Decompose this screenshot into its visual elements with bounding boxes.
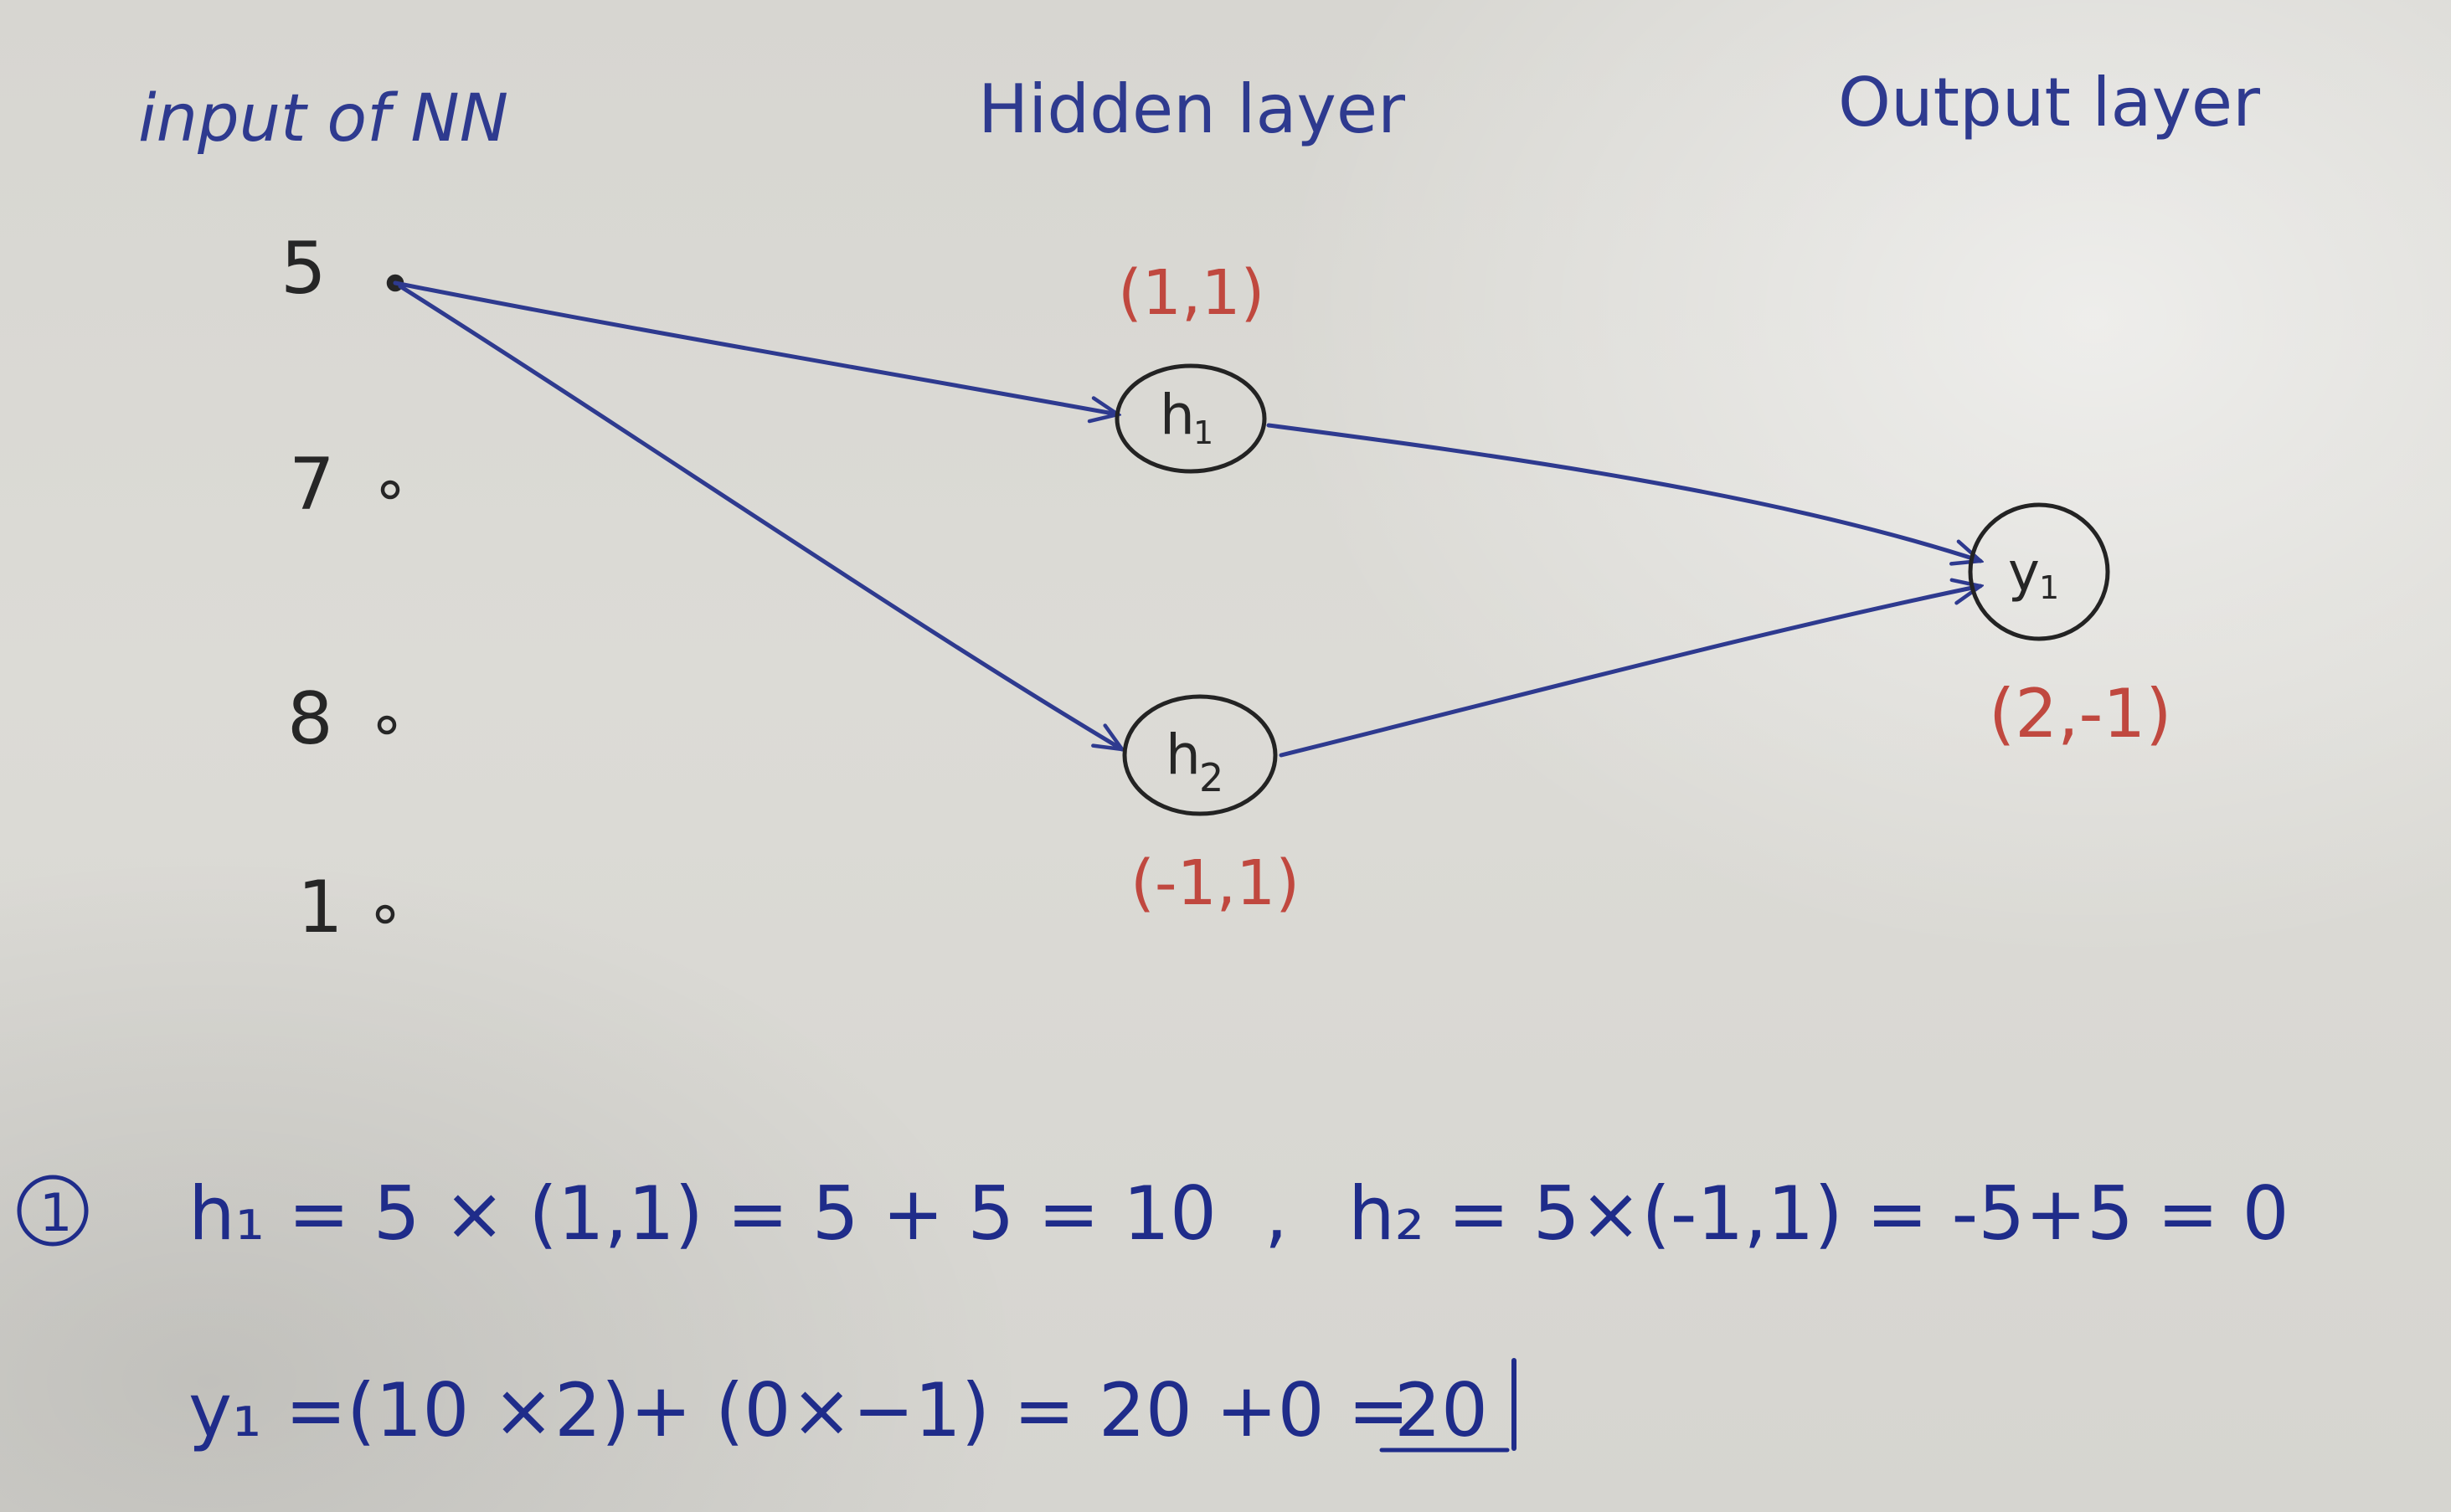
edge-h2-to-y1 xyxy=(1279,586,1980,758)
equation-h2: h₂ = 5×(-1,1) = -5+5 = 0 xyxy=(1348,1170,2289,1257)
hidden-node-h1-weights: (1,1) xyxy=(1118,257,1264,329)
hidden-node-h1: h 1 xyxy=(1115,363,1267,474)
output-layer-header: Output layer xyxy=(1838,64,2260,141)
edge-h1-to-y1 xyxy=(1266,423,1980,561)
input-layer-header: input of NN xyxy=(138,81,508,157)
input-node-dot-4 xyxy=(375,904,395,924)
edge-input1-to-h2 xyxy=(398,284,1122,749)
hidden-node-h2-subscript: 2 xyxy=(1199,755,1223,800)
hidden-node-h2: h 2 xyxy=(1122,694,1278,816)
hidden-node-h2-weights: (-1,1) xyxy=(1130,847,1300,919)
output-node-y1: y 1 xyxy=(1968,502,2110,641)
equation-separator: , xyxy=(1264,1170,1288,1257)
input-node-dot-2 xyxy=(380,480,400,500)
step-marker: 1 xyxy=(17,1175,89,1247)
equation-h1: h₁ = 5 × (1,1) = 5 + 5 = 10 xyxy=(188,1170,1217,1257)
equation-y1: y₁ =(10 ×2)+ (0×−1) = 20 +0 = xyxy=(188,1367,1409,1453)
output-node-y1-weights: (2,-1) xyxy=(1989,675,2172,753)
hidden-node-h2-label: h xyxy=(1166,723,1201,787)
hidden-layer-header: Hidden layer xyxy=(978,70,1405,148)
hidden-node-h1-label: h xyxy=(1160,383,1195,447)
output-node-y1-subscript: 1 xyxy=(2039,569,2059,606)
input-node-dot-3 xyxy=(377,715,397,735)
output-node-y1-label: y xyxy=(2008,542,2040,604)
input-value-7: 7 xyxy=(289,443,335,527)
input-value-5: 5 xyxy=(281,227,327,311)
input-value-8: 8 xyxy=(287,677,333,761)
equation-y1-result: 20 xyxy=(1394,1367,1488,1453)
edge-input1-to-h1 xyxy=(393,280,1118,414)
step-marker-number: 1 xyxy=(39,1182,72,1243)
input-value-1: 1 xyxy=(297,866,343,949)
hidden-node-h1-subscript: 1 xyxy=(1193,414,1213,451)
